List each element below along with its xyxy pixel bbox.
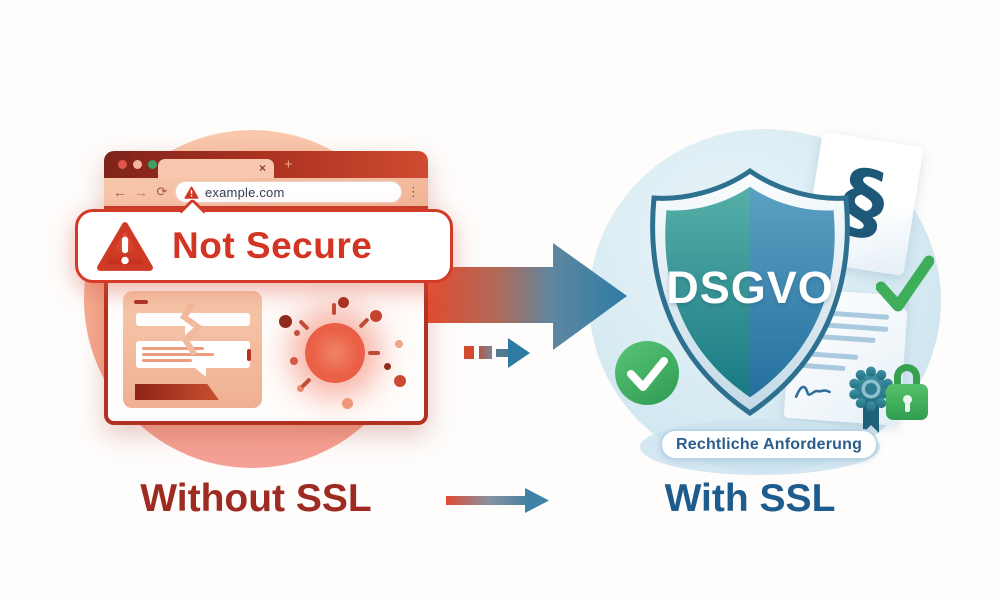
starburst-dot bbox=[395, 340, 403, 348]
browser-menu-icon: ⋮ bbox=[407, 184, 420, 199]
label-arrow-icon bbox=[446, 488, 549, 513]
transition-arrow-icon bbox=[428, 243, 627, 350]
starburst-ray bbox=[332, 303, 336, 315]
keyhole-stem bbox=[905, 402, 910, 412]
badge-label: Rechtliche Anforderung bbox=[676, 435, 863, 453]
tab-close-icon: × bbox=[258, 161, 266, 175]
window-maximize-dot-icon bbox=[148, 160, 157, 169]
signature-icon bbox=[794, 385, 831, 398]
shield-label: DSGVO bbox=[666, 262, 834, 313]
not-secure-text: Not Secure bbox=[172, 225, 373, 266]
starburst-dot bbox=[342, 398, 353, 409]
starburst-dot bbox=[394, 375, 406, 387]
warning-triangle-icon bbox=[97, 222, 153, 271]
panel-tick bbox=[247, 349, 251, 361]
starburst-dot bbox=[290, 357, 298, 365]
window-minimize-dot-icon bbox=[133, 160, 142, 169]
starburst-ray bbox=[368, 351, 380, 355]
page-button-bar bbox=[135, 384, 219, 400]
check-circle-icon bbox=[615, 341, 679, 405]
keyhole bbox=[903, 395, 912, 404]
threat-orb bbox=[305, 323, 365, 383]
dsgvo-shield: DSGVO bbox=[640, 165, 860, 421]
window-close-dot-icon bbox=[118, 160, 127, 169]
browser-titlebar: × + bbox=[104, 151, 428, 178]
forward-icon: → bbox=[134, 184, 148, 200]
browser-tab: × bbox=[158, 159, 274, 178]
content-bar bbox=[136, 313, 250, 326]
starburst-dot bbox=[384, 363, 391, 370]
dashed-arrow-icon bbox=[464, 338, 530, 368]
speech-tail bbox=[195, 368, 206, 377]
without-ssl-label: Without SSL bbox=[140, 477, 372, 520]
address-bar: example.com bbox=[175, 181, 402, 203]
browser-window: × + ← → ⟳ example.com bbox=[104, 151, 428, 425]
new-tab-icon: + bbox=[284, 156, 293, 173]
starburst-ray bbox=[298, 319, 310, 331]
starburst-dot bbox=[338, 297, 349, 308]
legal-requirement-badge: Rechtliche Anforderung bbox=[660, 429, 879, 460]
browser-toolbar: ← → ⟳ example.com ⋮ bbox=[104, 178, 428, 209]
crack-icon bbox=[179, 303, 203, 355]
panel-label-dash bbox=[134, 300, 148, 304]
address-warning-triangle-icon bbox=[184, 186, 199, 199]
with-ssl-label: With SSL bbox=[664, 477, 836, 520]
speech-tail bbox=[185, 326, 196, 335]
starburst-ray bbox=[358, 317, 370, 329]
text-line bbox=[142, 347, 204, 350]
starburst-dot bbox=[279, 315, 292, 328]
text-line bbox=[142, 359, 192, 362]
starburst-dot bbox=[370, 310, 382, 322]
page-content-panel bbox=[123, 291, 262, 408]
back-icon: ← bbox=[113, 184, 127, 200]
url-text: example.com bbox=[205, 184, 285, 200]
padlock-shackle bbox=[894, 364, 920, 390]
checkmark-icon bbox=[876, 255, 934, 312]
text-line bbox=[142, 353, 214, 356]
not-secure-banner: Not Secure bbox=[75, 198, 453, 283]
starburst-dot bbox=[297, 385, 304, 392]
padlock-icon bbox=[886, 364, 928, 422]
malware-starburst-icon bbox=[248, 279, 428, 429]
starburst-dot bbox=[294, 330, 300, 336]
starburst-ray bbox=[300, 377, 312, 389]
signed-certificate-document bbox=[783, 288, 910, 426]
refresh-icon: ⟳ bbox=[156, 184, 168, 199]
